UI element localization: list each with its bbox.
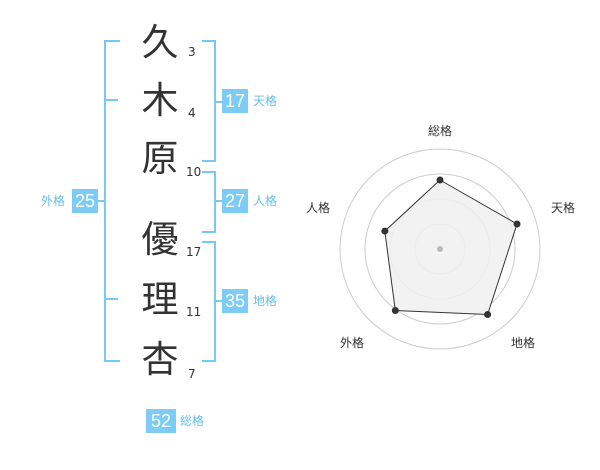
tenkaku-value: 17: [222, 89, 248, 113]
radar-axis-label-chikaku: 地格: [511, 335, 535, 350]
radar-center-dot: [437, 246, 443, 252]
name-char-6: 杏: [141, 338, 179, 381]
radar-axis-label-gaikaku: 外格: [340, 335, 364, 350]
soukaku-label: 総格: [180, 414, 205, 428]
gaikaku-tick-1: [104, 99, 118, 101]
jinkaku-connector: [214, 200, 222, 202]
gaikaku-tick-2: [104, 298, 118, 300]
chikaku-value: 35: [222, 289, 248, 313]
gaikaku-bracket: [104, 40, 120, 362]
jinkaku-label: 人格: [253, 194, 278, 208]
jinkaku-bracket: [202, 171, 216, 233]
radar-point-0: [436, 176, 444, 184]
jinkaku-value: 27: [222, 189, 248, 213]
tenkaku-connector: [214, 101, 222, 103]
tenkaku-label: 天格: [253, 94, 278, 108]
name-char-3: 原: [141, 137, 179, 180]
radar-axis-label-jinkaku: 人格: [306, 200, 330, 215]
name-char-5: 理: [141, 278, 179, 321]
radar-point-4: [381, 227, 389, 235]
stroke-count-4: 17: [186, 245, 202, 259]
stroke-count-3: 10: [186, 165, 202, 179]
soukaku-value: 52: [146, 409, 176, 433]
stroke-count-5: 11: [186, 305, 202, 319]
stroke-count-1: 3: [188, 45, 196, 59]
chikaku-label: 地格: [253, 294, 278, 308]
name-char-1: 久: [141, 21, 179, 64]
stroke-count-6: 7: [188, 367, 196, 381]
radar-ring-3: [364, 173, 516, 325]
name-char-2: 木: [141, 79, 179, 122]
gaikaku-value: 25: [72, 189, 98, 213]
radar-axis-label-tenkaku: 天格: [551, 200, 575, 215]
radar-data-points: [381, 176, 521, 319]
chikaku-connector: [214, 300, 222, 302]
radar-point-1: [513, 220, 521, 228]
gaikaku-connector: [96, 200, 104, 202]
radar-data-polygon: [384, 179, 518, 316]
radar-axis-label-soukaku: 総格: [428, 123, 452, 138]
radar-point-3: [391, 306, 399, 314]
name-char-4: 優: [141, 218, 179, 261]
gaikaku-label: 外格: [41, 194, 66, 208]
stroke-count-2: 4: [188, 106, 196, 120]
radar-point-2: [484, 311, 492, 319]
